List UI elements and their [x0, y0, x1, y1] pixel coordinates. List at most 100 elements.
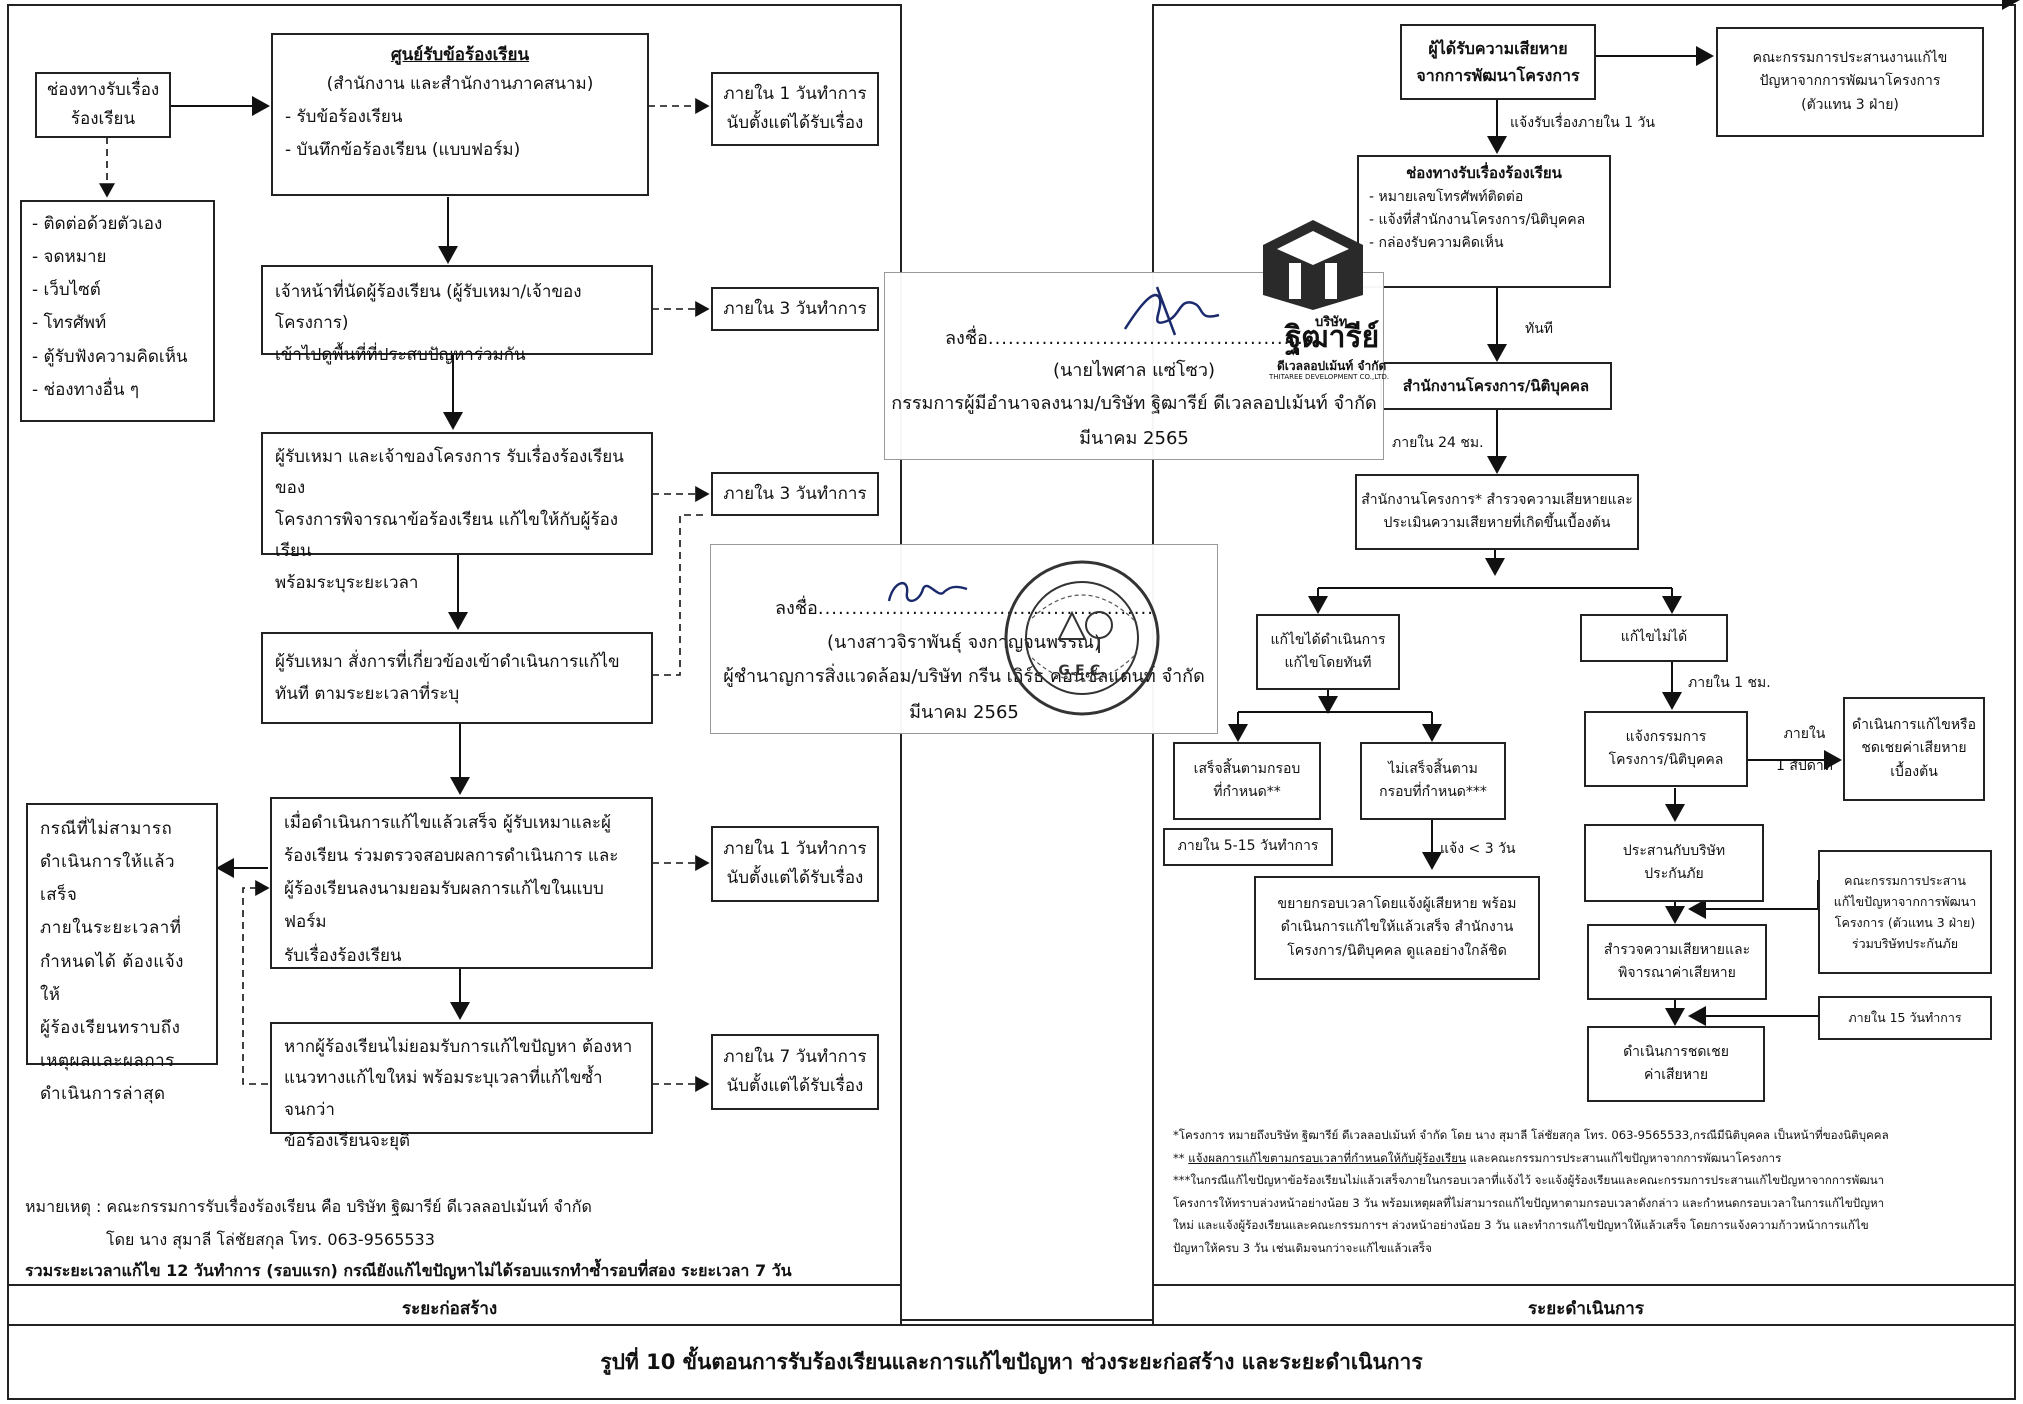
- op-channel-item: - กล่องรับความคิดเห็น: [1369, 234, 1504, 251]
- pre-step-2: เจ้าหน้าที่นัดผู้ร้องเรียน (ผู้รับเหมา/เ…: [261, 265, 653, 365]
- text-line: เมื่อดำเนินการแก้ไขแล้วเสร็จ ผู้รับเหมาแ…: [284, 813, 611, 833]
- op-cannot-fix-box: แก้ไขไม่ได้: [1580, 614, 1728, 662]
- channel-item: - จดหมาย: [32, 247, 107, 268]
- text-line: คณะกรรมการประสาน: [1844, 872, 1966, 888]
- sign2-date: มีนาคม 2565: [909, 702, 1019, 723]
- text-line: สำรวจความเสียหายและ: [1603, 941, 1751, 958]
- company-seal: G.E.C.: [1004, 560, 1160, 716]
- sign1-name: (นายไพศาล แซ่โซว): [1052, 360, 1216, 381]
- op-extend-box: ขยายกรอบเวลาโดยแจ้งผู้เสียหาย พร้อม ดำเน…: [1254, 876, 1540, 980]
- footnote-3-line: ปัญหาให้ครบ 3 วัน เช่นเดิมจนกว่าจะแก้ไขแ…: [1173, 1240, 1432, 1255]
- text-line: ชดเชยค่าเสียหาย: [1861, 740, 1967, 757]
- pre-case-box: กรณีที่ไม่สามารถ ดำเนินการให้แล้วเสร็จ ภ…: [26, 803, 218, 1104]
- footnote-2-underlined: แจ้งผลการแก้ไขตามกรอบเวลาที่กำหนดให้กับผ…: [1188, 1150, 1466, 1165]
- text-line: จากการพัฒนาโครงการ: [1416, 66, 1580, 85]
- pre-time-box-2: ภายใน 3 วันทำการ: [711, 287, 879, 331]
- op-channels-box: ช่องทางรับเรื่องร้องเรียน - หมายเลขโทรศั…: [1357, 155, 1611, 288]
- text-line: ภายใน 5-15 วันทำการ: [1177, 838, 1319, 855]
- op-notify-1: แจ้งรับเรื่องภายใน 1 วัน: [1510, 115, 1655, 131]
- op-within-5-15-box: ภายใน 5-15 วันทำการ: [1163, 828, 1333, 866]
- channel-item: - ช่องทางอื่น ๆ: [32, 379, 140, 400]
- text-line: คณะกรรมการประสานงานแก้ไข: [1752, 50, 1948, 67]
- complaint-center-sub: (สำนักงาน และสำนักงานภาคสนาม): [326, 73, 594, 94]
- signature-line-1: ลงชื่อ..................................…: [945, 328, 1324, 349]
- op-within-week: ภายใน 1 สัปดาห์: [1776, 718, 1833, 782]
- text-line: ภายในระยะเวลาที่: [40, 918, 182, 939]
- text-line: รับเรื่องร้องเรียน: [284, 945, 402, 966]
- footnote-3-line: ***ในกรณีแก้ไขปัญหาข้อร้องเรียนไม่แล้วเส…: [1173, 1173, 1885, 1188]
- logo-subtitle: ดีเวลลอปเม้นท์ จำกัด: [1277, 359, 1387, 373]
- text-line: ข้อร้องเรียนจะยุติ: [284, 1131, 411, 1152]
- op-initial-fix-box: ดำเนินการแก้ไขหรือ ชดเชยค่าเสียหาย เบื้อ…: [1843, 697, 1985, 801]
- text-line: ประสานกับบริษัท: [1622, 842, 1726, 859]
- text-line: เสร็จสิ้นตามกรอบ: [1193, 760, 1301, 777]
- text-line: โครงการ/นิติบุคคล: [1608, 752, 1724, 768]
- op-within-1h: ภายใน 1 ชม.: [1688, 675, 1771, 691]
- op-within-24: ภายใน 24 ชม.: [1392, 435, 1484, 451]
- text-line: สำนักงานโครงการ* สำรวจความเสียหายและ: [1361, 491, 1633, 508]
- text-line: ผู้รับเหมา และเจ้าของโครงการ รับเรื่องร้…: [275, 447, 624, 499]
- pre-step-5: เมื่อดำเนินการแก้ไขแล้วเสร็จ ผู้รับเหมาแ…: [270, 797, 653, 969]
- text-line: สำนักงานโครงการ/นิติบุคคล: [1402, 376, 1590, 395]
- sign-label: ลงชื่อ: [775, 598, 818, 619]
- op-committee-top: คณะกรรมการประสานงานแก้ไข ปัญหาจากการพัฒน…: [1716, 27, 1984, 137]
- text-line: แก้ไขไม่ได้: [1620, 629, 1688, 646]
- op-survey-box: สำนักงานโครงการ* สำรวจความเสียหายและ ประ…: [1355, 474, 1639, 550]
- logo-prefix: บริษัท: [1315, 315, 1348, 330]
- op-footnotes: *โครงการ หมายถึงบริษัท ฐิฒารีย์ ดีเวลลอป…: [1173, 1124, 2013, 1260]
- text-line: ประเมินความเสียหายที่เกิดขึ้นเบื้องต้น: [1383, 515, 1611, 531]
- text-line: แก้ไขได้ดำเนินการ: [1270, 631, 1386, 648]
- complaint-center-item: - รับข้อร้องเรียน: [285, 106, 403, 127]
- text-line: โครงการ (ตัวแทน 3 ฝ่าย): [1834, 915, 1976, 930]
- text-line: ภายใน 3 วันทำการ: [723, 483, 867, 504]
- sign1-position: กรรมการผู้มีอำนาจลงนาม/บริษัท ฐิฒารีย์ ด…: [891, 393, 1377, 414]
- text-line: ทันที ตามระยะเวลาที่ระบุ: [275, 684, 460, 705]
- op-office-box: สำนักงานโครงการ/นิติบุคคล: [1380, 362, 1612, 410]
- op-channel-item: - แจ้งที่สำนักงานโครงการ/นิติบุคคล: [1369, 211, 1586, 228]
- sign1-date: มีนาคม 2565: [1079, 428, 1189, 449]
- channel-item: - โทรศัพท์: [32, 313, 107, 334]
- text-line: เจ้าหน้าที่นัดผู้ร้องเรียน (ผู้รับเหมา/เ…: [275, 282, 582, 334]
- sign2-name: (นางสาวจิราพันธุ์ จงกาญจนพรรณ): [826, 632, 1102, 653]
- complaint-center-title: ศูนย์รับข้อร้องเรียน: [390, 45, 530, 65]
- text-line: ดำเนินการแก้ไขหรือ: [1851, 717, 1976, 734]
- text-line: ภายใน 1 วันทำการ: [723, 839, 867, 860]
- text-line: ผู้ร้องเรียนทราบถึง: [40, 1017, 181, 1038]
- text-line: 1 สัปดาห์: [1776, 758, 1833, 775]
- op-can-fix-box: แก้ไขได้ดำเนินการ แก้ไขโดยทันที: [1256, 614, 1400, 690]
- op-inform-committee-box: แจ้งกรรมการ โครงการ/นิติบุคคล: [1584, 711, 1748, 787]
- pre-time-box-6: ภายใน 7 วันทำการ นับตั้งแต่ได้รับเรื่อง: [711, 1034, 879, 1110]
- op-done-box: เสร็จสิ้นตามกรอบ ที่กำหนด**: [1173, 742, 1321, 820]
- text-line: ดำเนินการล่าสุด: [40, 1084, 166, 1105]
- text-line: ขยายกรอบเวลาโดยแจ้งผู้เสียหาย พร้อม: [1277, 896, 1517, 913]
- signature-block-1: ลงชื่อ..................................…: [884, 220, 1389, 460]
- op-within-15-box: ภายใน 15 วันทำการ: [1818, 996, 1992, 1040]
- sign-label: ลงชื่อ: [945, 328, 988, 349]
- footnote-1: *โครงการ หมายถึงบริษัท ฐิฒารีย์ ดีเวลลอป…: [1173, 1128, 1889, 1142]
- complaint-center-box: ศูนย์รับข้อร้องเรียน (สำนักงาน และสำนักง…: [271, 33, 649, 196]
- text-line: ภายใน: [1783, 726, 1826, 742]
- text-line: ภายใน 3 วันทำการ: [723, 298, 867, 319]
- footnote-3-line: ใหม่ และแจ้งผู้ร้องเรียนและคณะกรรมการฯ ล…: [1173, 1218, 1869, 1233]
- text-line: เบื้องต้น: [1890, 763, 1938, 780]
- text-line: ภายใน 7 วันทำการ: [723, 1047, 867, 1068]
- signature-scribble-2: [887, 582, 968, 602]
- text-line: เข้าไปดูพื้นที่ที่ประสบปัญหาร่วมกัน: [275, 344, 526, 365]
- text-line: ภายใน 15 วันทำการ: [1848, 1010, 1962, 1026]
- pre-time-box-3: ภายใน 3 วันทำการ: [711, 472, 879, 516]
- pre-time-box-1: ภายใน 1 วันทำการ นับตั้งแต่ได้รับเรื่อง: [711, 72, 879, 146]
- complaint-center-item: - บันทึกข้อร้องเรียน (แบบฟอร์ม): [285, 139, 521, 160]
- text-line: ผู้ได้รับความเสียหาย: [1428, 38, 1568, 58]
- company-logo: บริษัท ฐิฒารีย์ ดีเวลลอปเม้นท์ จำกัด THI…: [1245, 215, 1389, 381]
- op-immediate: ทันที: [1525, 321, 1554, 337]
- channel-item: - ติดต่อด้วยตัวเอง: [32, 214, 163, 234]
- text-line: ภายใน 1 วันทำการ: [723, 84, 867, 105]
- op-committee-mid: คณะกรรมการประสาน แก้ไขปัญหาจากการพัฒนา โ…: [1818, 850, 1992, 974]
- text-line: กรณีที่ไม่สามารถ: [40, 819, 173, 839]
- op-notify-3: แจ้ง < 3 วัน: [1440, 841, 1516, 857]
- signature-scribble-1: [1123, 286, 1220, 336]
- text-line: (ตัวแทน 3 ฝ่าย): [1801, 96, 1899, 113]
- footnote-2: ** แจ้งผลการแก้ไขตามกรอบเวลาที่กำหนดให้ก…: [1173, 1147, 2013, 1170]
- text-line: ผู้ร้องเรียนลงนามยอมรับผลการแก้ไขในแบบฟอ…: [284, 879, 604, 933]
